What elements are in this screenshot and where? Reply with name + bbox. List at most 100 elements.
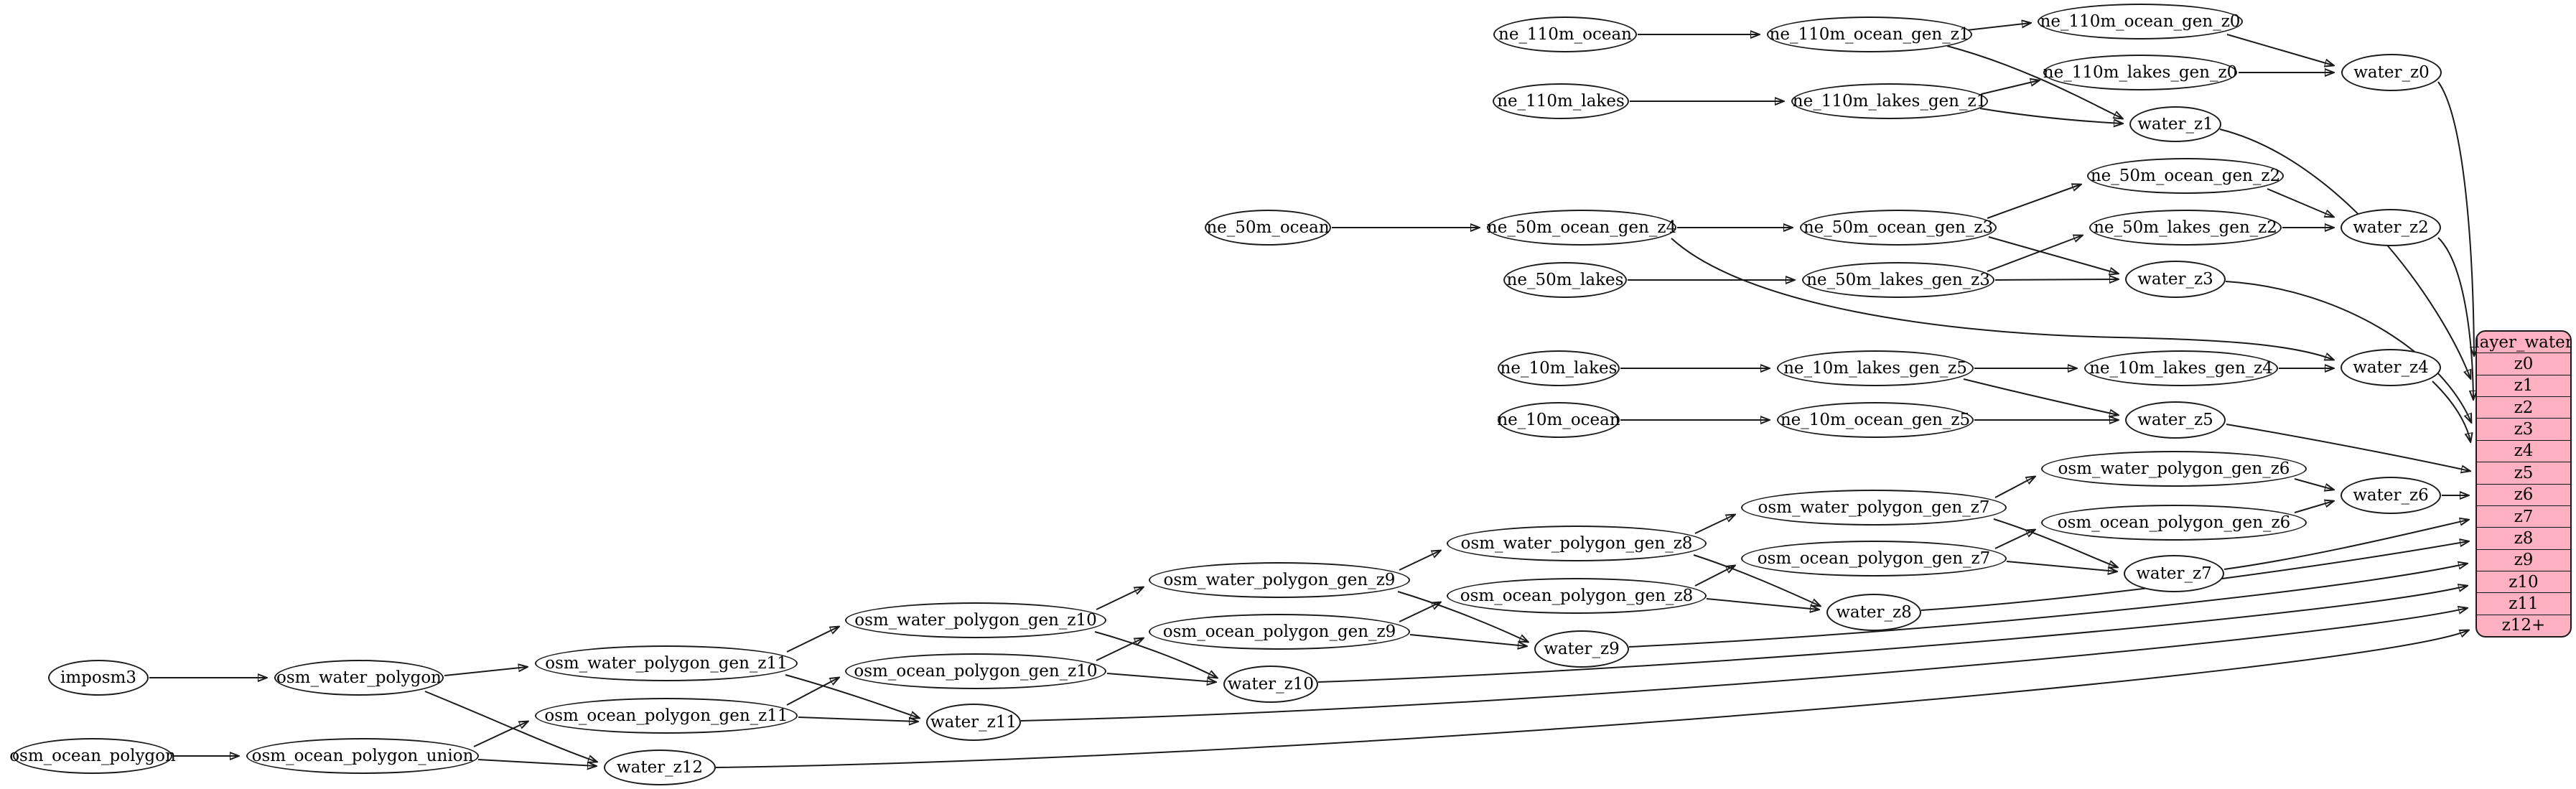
edge-water_z7--layer_water-z7: [2223, 520, 2468, 570]
node-osm_ocean_polygon: osm_ocean_polygon: [9, 738, 176, 774]
edge-osm_ocean_polygon_union--water_z12: [477, 759, 596, 766]
node-label: osm_ocean_polygon_gen_z11: [544, 706, 788, 725]
edge-water_z5--layer_water-z5: [2226, 424, 2470, 471]
node-label: osm_ocean_polygon_gen_z6: [2057, 513, 2291, 532]
edge-osm_water_polygon_gen_z8--osm_water_polygon_gen_z7: [1694, 515, 1735, 534]
node-water_z3: water_z3: [2125, 261, 2226, 298]
node-label: ne_110m_lakes_gen_z1: [1792, 92, 1987, 111]
node-ne_50m_ocean_gen_z4: ne_50m_ocean_gen_z4: [1487, 210, 1676, 246]
edge-ne_50m_lakes_gen_z3--ne_50m_lakes_gen_z2: [1987, 235, 2082, 272]
edge-osm_water_polygon_gen_z8--water_z8: [1693, 554, 1820, 606]
edge-osm_water_polygon_gen_z11--water_z11: [785, 674, 919, 718]
node-water_z6: water_z6: [2341, 477, 2441, 514]
edge-osm_ocean_polygon_gen_z7--osm_ocean_polygon_gen_z6: [1994, 530, 2035, 549]
node-osm_ocean_polygon_gen_z10: osm_ocean_polygon_gen_z10: [845, 653, 1106, 689]
node-ne_10m_ocean: ne_10m_ocean: [1497, 402, 1620, 438]
node-water_z4: water_z4: [2341, 349, 2441, 386]
edge-water_z2--layer_water-z2: [2437, 237, 2473, 399]
node-label: ne_10m_ocean: [1497, 411, 1620, 429]
node-label: ne_110m_ocean_gen_z1: [1769, 25, 1970, 44]
node-imposm3: imposm3: [48, 660, 149, 696]
node-osm_water_polygon_gen_z9: osm_water_polygon_gen_z9: [1149, 562, 1410, 598]
node-ne_110m_ocean_gen_z0: ne_110m_ocean_gen_z0: [2038, 4, 2243, 39]
edge-osm_ocean_polygon_gen_z9--osm_ocean_polygon_gen_z8: [1399, 602, 1440, 622]
node-ne_110m_lakes_gen_z0: ne_110m_lakes_gen_z0: [2043, 55, 2237, 90]
node-ne_50m_ocean_gen_z2: ne_50m_ocean_gen_z2: [2087, 158, 2284, 194]
node-osm_water_polygon_gen_z6: osm_water_polygon_gen_z6: [2041, 451, 2307, 487]
node-label: osm_ocean_polygon_gen_z9: [1162, 622, 1396, 641]
node-ne_10m_ocean_gen_z5: ne_10m_ocean_gen_z5: [1777, 402, 1974, 438]
table-row-z10: z10: [2477, 570, 2570, 592]
node-label: osm_water_polygon_gen_z11: [545, 654, 788, 673]
node-label: ne_10m_lakes: [1500, 359, 1618, 378]
node-osm_ocean_polygon_gen_z6: osm_ocean_polygon_gen_z6: [2041, 505, 2307, 541]
node-osm_water_polygon_gen_z7: osm_water_polygon_gen_z7: [1741, 490, 2007, 526]
edge-ne_50m_ocean_gen_z4--water_z4: [1671, 238, 2333, 360]
edge-water_z3--layer_water-z3: [2225, 281, 2471, 422]
node-water_z2: water_z2: [2341, 209, 2441, 246]
node-label: ne_110m_ocean_gen_z0: [2040, 12, 2241, 31]
edge-ne_50m_ocean_gen_z3--water_z3: [1988, 236, 2118, 274]
node-label: ne_50m_lakes_gen_z2: [2094, 218, 2277, 237]
node-label: ne_10m_lakes_gen_z5: [1783, 359, 1967, 378]
edge-ne_110m_ocean_gen_z0--water_z0: [2226, 34, 2333, 65]
edge-water_z0--layer_water-z0: [2437, 81, 2474, 355]
node-label: water_z9: [1544, 640, 1620, 658]
edge-water_z8--layer_water-z8: [1921, 541, 2468, 611]
node-osm_water_polygon_gen_z10: osm_water_polygon_gen_z10: [845, 602, 1106, 638]
table-row-z6: z6: [2477, 483, 2570, 505]
node-osm_ocean_polygon_union: osm_ocean_polygon_union: [246, 738, 479, 774]
edge-water_z4--layer_water-z4: [2432, 381, 2470, 442]
node-label: ne_110m_lakes: [1497, 92, 1625, 111]
node-osm_ocean_polygon_gen_z8: osm_ocean_polygon_gen_z8: [1447, 578, 1707, 614]
node-osm_ocean_polygon_gen_z7: osm_ocean_polygon_gen_z7: [1741, 541, 2007, 576]
node-label: ne_50m_ocean_gen_z3: [1803, 218, 1994, 237]
node-water_z1: water_z1: [2129, 106, 2221, 142]
node-label: osm_water_polygon_gen_z9: [1163, 571, 1396, 589]
node-label: ne_10m_ocean_gen_z5: [1780, 411, 1971, 429]
edge-ne_50m_ocean_gen_z3--ne_50m_ocean_gen_z2: [1987, 185, 2081, 219]
node-label: ne_110m_lakes_gen_z0: [2043, 63, 2238, 82]
node-label: water_z6: [2353, 486, 2429, 505]
edge-osm_water_polygon_gen_z10--osm_water_polygon_gen_z9: [1096, 587, 1143, 610]
node-osm_water_polygon: osm_water_polygon: [274, 660, 444, 696]
edge-osm_water_polygon--osm_water_polygon_gen_z11: [444, 667, 527, 676]
table-row-z11: z11: [2477, 592, 2570, 614]
node-label: ne_50m_lakes_gen_z3: [1806, 271, 1990, 289]
node-ne_50m_lakes_gen_z2: ne_50m_lakes_gen_z2: [2089, 210, 2282, 246]
edge-osm_water_polygon_gen_z9--osm_water_polygon_gen_z8: [1399, 551, 1440, 571]
node-label: osm_ocean_polygon_gen_z7: [1757, 549, 1991, 568]
edge-ne_110m_lakes_gen_z1--water_z1: [1979, 108, 2122, 123]
node-label: osm_ocean_polygon_union: [251, 747, 474, 765]
node-label: osm_water_polygon: [276, 668, 442, 687]
edge-osm_water_polygon_gen_z7--osm_water_polygon_gen_z6: [1994, 477, 2035, 498]
edge-osm_ocean_polygon_gen_z11--osm_ocean_polygon_gen_z10: [786, 678, 839, 706]
edge-osm_water_polygon_gen_z11--osm_water_polygon_gen_z10: [786, 627, 839, 653]
node-label: ne_50m_ocean_gen_z4: [1486, 218, 1677, 237]
node-label: osm_ocean_polygon_gen_z8: [1460, 587, 1694, 605]
edge-ne_110m_lakes_gen_z1--ne_110m_lakes_gen_z0: [1981, 80, 2039, 95]
edge-ne_10m_lakes_gen_z5--water_z5: [1963, 378, 2118, 415]
layer-water-table: layer_water z0 z1 z2 z3 z4 z5 z6 z7 z8 z…: [2475, 330, 2572, 638]
edge-osm_water_polygon_gen_z10--water_z10: [1094, 631, 1217, 678]
table-row-z9: z9: [2477, 548, 2570, 571]
edge-osm_water_polygon--water_z12: [424, 691, 597, 762]
edge-ne_110m_ocean_gen_z1--ne_110m_ocean_gen_z0: [1966, 23, 2030, 31]
node-ne_110m_ocean: ne_110m_ocean: [1493, 17, 1637, 52]
node-label: imposm3: [60, 668, 136, 687]
node-water_z0: water_z0: [2341, 54, 2442, 91]
table-header: layer_water: [2475, 332, 2572, 352]
edge-osm_ocean_polygon_union--osm_ocean_polygon_gen_z11: [473, 722, 528, 747]
node-osm_ocean_polygon_gen_z9: osm_ocean_polygon_gen_z9: [1149, 614, 1410, 650]
edge-water_z12--layer_water-z12plus: [715, 630, 2468, 768]
node-label: ne_50m_ocean: [1206, 218, 1330, 237]
node-label: water_z2: [2353, 218, 2429, 237]
node-ne_50m_lakes: ne_50m_lakes: [1503, 262, 1627, 298]
node-ne_110m_lakes_gen_z1: ne_110m_lakes_gen_z1: [1791, 83, 1988, 119]
node-label: osm_water_polygon_gen_z10: [854, 611, 1097, 630]
node-ne_50m_lakes_gen_z3: ne_50m_lakes_gen_z3: [1802, 262, 1994, 298]
edge-osm_ocean_polygon_gen_z9--water_z9: [1409, 634, 1526, 646]
node-ne_50m_ocean_gen_z3: ne_50m_ocean_gen_z3: [1800, 210, 1997, 246]
edge-water_z9--layer_water-z9: [1628, 564, 2467, 648]
